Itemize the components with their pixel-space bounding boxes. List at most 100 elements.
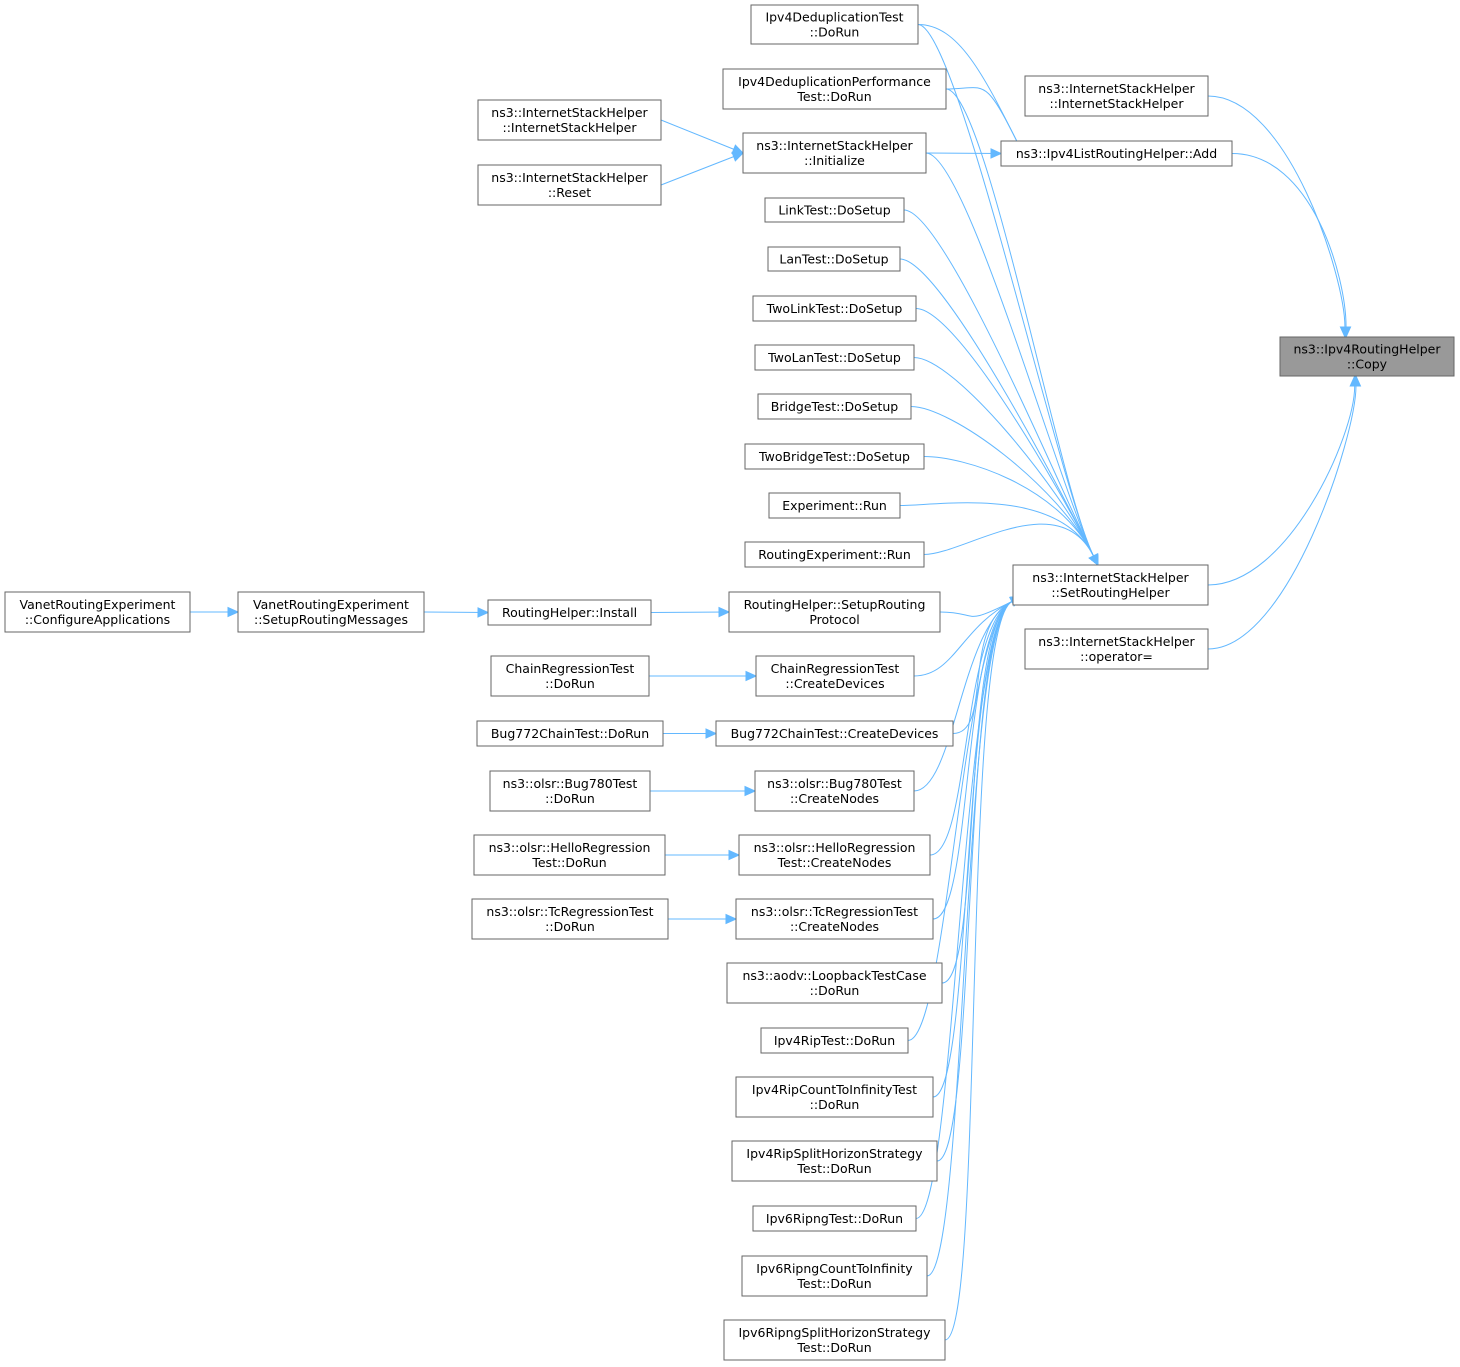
node-layer: ns3::Ipv4RoutingHelper::Copyns3::Interne… — [4, 4, 1455, 1361]
node-box — [744, 541, 925, 568]
node-bug780-create[interactable]: ns3::olsr::Bug780Test::CreateNodes — [754, 770, 915, 812]
node-routexp-run[interactable]: RoutingExperiment::Run — [744, 541, 925, 568]
edge-line — [660, 152, 744, 186]
node-label-line: ns3::InternetStackHelper — [491, 170, 648, 185]
node-exp-run[interactable]: Experiment::Run — [768, 492, 901, 519]
node-twobridge-setup[interactable]: TwoBridgeTest::DoSetup — [744, 443, 925, 470]
edge-arrowhead — [718, 606, 731, 618]
node-label-line: Bug772ChainTest::DoRun — [491, 726, 649, 741]
node-twolan-setup[interactable]: TwoLanTest::DoSetup — [754, 344, 915, 371]
node-label-line: ns3::olsr::Bug780Test — [503, 776, 638, 791]
node-box — [487, 599, 652, 626]
edge-tc_run-to-tc_create — [668, 913, 738, 925]
node-vanet-config[interactable]: VanetRoutingExperiment::ConfigureApplica… — [4, 591, 191, 633]
node-box — [476, 720, 664, 747]
edge-rh_install-to-rh_setup — [650, 606, 731, 618]
edge-ish_init-to-list_add — [925, 148, 1003, 159]
node-ish-init[interactable]: ns3::InternetStackHelper::Initialize — [742, 132, 927, 174]
node-box — [752, 1205, 917, 1232]
node-set-rh[interactable]: ns3::InternetStackHelper::SetRoutingHelp… — [1012, 564, 1209, 606]
edge-arrowhead — [731, 151, 745, 162]
node-label-line: Ipv6RipngTest::DoRun — [766, 1211, 903, 1226]
node-copy: ns3::Ipv4RoutingHelper::Copy — [1279, 336, 1455, 377]
node-dedup-run[interactable]: Ipv4DeduplicationTest::DoRun — [750, 4, 919, 45]
edge-arrowhead — [1350, 374, 1362, 387]
edge-arrowhead — [227, 606, 240, 618]
node-bug772-run[interactable]: Bug772ChainTest::DoRun — [476, 720, 664, 747]
node-label-line: Ipv4DeduplicationTest — [765, 10, 903, 25]
node-box — [1024, 75, 1209, 117]
node-link-setup[interactable]: LinkTest::DoSetup — [764, 197, 905, 223]
node-label-line: TwoBridgeTest::DoSetup — [758, 449, 910, 464]
node-label-line: ::DoRun — [545, 919, 595, 934]
node-box — [477, 164, 662, 206]
edge-line — [915, 601, 1013, 1219]
node-label-line: Ipv4RipSplitHorizonStrategy — [746, 1146, 923, 1161]
node-tc-create[interactable]: ns3::olsr::TcRegressionTest::CreateNodes — [735, 898, 934, 940]
node-box — [1000, 140, 1233, 167]
node-label-line: ::CreateNodes — [790, 791, 879, 806]
node-box — [767, 246, 901, 272]
node-bridge-setup[interactable]: BridgeTest::DoSetup — [757, 393, 912, 420]
node-list-add[interactable]: ns3::Ipv4ListRoutingHelper::Add — [1000, 140, 1233, 167]
node-label-line: ns3::aodv::LoopbackTestCase — [742, 968, 926, 983]
edge-line — [945, 87, 1019, 145]
node-chain-run[interactable]: ChainRegressionTest::DoRun — [490, 655, 650, 697]
node-label-line: ::DoRun — [545, 676, 595, 691]
edge-arrowhead — [745, 670, 758, 682]
node-label-line: ::Initialize — [804, 153, 865, 168]
node-box — [764, 197, 905, 223]
node-box — [742, 132, 927, 174]
node-vanet-setup[interactable]: VanetRoutingExperiment::SetupRoutingMess… — [237, 591, 425, 633]
node-ish-ctor[interactable]: ns3::InternetStackHelper::InternetStackH… — [1024, 75, 1209, 117]
node-box — [1024, 628, 1209, 670]
node-chain-create[interactable]: ChainRegressionTest::CreateDevices — [755, 655, 915, 697]
node-label-line: ns3::InternetStackHelper — [1032, 570, 1189, 585]
node-box — [726, 962, 943, 1004]
edge-op_assign-to-copy — [1207, 374, 1362, 650]
node-box — [744, 443, 925, 470]
node-op-assign[interactable]: ns3::InternetStackHelper::operator= — [1024, 628, 1209, 670]
node-box — [489, 770, 651, 812]
node-ripcount-run[interactable]: Ipv4RipCountToInfinityTest::DoRun — [735, 1076, 934, 1118]
edge-bug772_run-to-bug772_create — [663, 728, 718, 739]
node-box — [757, 393, 912, 420]
node-ish-ctor2[interactable]: ns3::InternetStackHelper::InternetStackH… — [477, 99, 662, 141]
node-ripng-run[interactable]: Ipv6RipngTest::DoRun — [752, 1205, 917, 1232]
node-lan-setup[interactable]: LanTest::DoSetup — [767, 246, 901, 272]
node-bug772-create[interactable]: Bug772ChainTest::CreateDevices — [715, 720, 954, 747]
node-label-line: Test::DoRun — [796, 1340, 871, 1355]
node-label-line: Ipv4DeduplicationPerformance — [738, 74, 931, 89]
node-box — [768, 492, 901, 519]
edge-tc_create-to-set_rh — [932, 596, 1023, 920]
node-hello-create[interactable]: ns3::olsr::HelloRegressionTest::CreateNo… — [738, 834, 931, 876]
node-label-line: ns3::InternetStackHelper — [491, 105, 648, 120]
edge-line — [944, 601, 1013, 1341]
edge-line — [1207, 95, 1346, 328]
node-label-line: Ipv4RipTest::DoRun — [774, 1033, 895, 1048]
edge-hello_run-to-hello_create — [665, 849, 741, 861]
node-tc-run[interactable]: ns3::olsr::TcRegressionTest::DoRun — [471, 898, 669, 940]
node-ish-reset[interactable]: ns3::InternetStackHelper::Reset — [477, 164, 662, 206]
node-label-line: LinkTest::DoSetup — [778, 203, 890, 218]
node-label-line: ::SetRoutingHelper — [1051, 585, 1170, 600]
edge-arrowhead — [744, 785, 757, 797]
node-label-line: Test::DoRun — [796, 1161, 871, 1176]
node-aodv-run[interactable]: ns3::aodv::LoopbackTestCase::DoRun — [726, 962, 943, 1004]
node-label-line: LanTest::DoSetup — [779, 252, 888, 267]
node-rh-install[interactable]: RoutingHelper::Install — [487, 599, 652, 626]
node-twolink-setup[interactable]: TwoLinkTest::DoSetup — [752, 295, 917, 322]
node-label-line: ChainRegressionTest — [771, 661, 900, 676]
node-label-line: RoutingExperiment::Run — [758, 547, 911, 562]
node-bug780-run[interactable]: ns3::olsr::Bug780Test::DoRun — [489, 770, 651, 812]
edge-line — [926, 601, 1013, 1277]
node-label-line: BridgeTest::DoSetup — [771, 399, 899, 414]
node-label-line: ::DoRun — [810, 1097, 860, 1112]
node-rip-run[interactable]: Ipv4RipTest::DoRun — [760, 1027, 909, 1054]
